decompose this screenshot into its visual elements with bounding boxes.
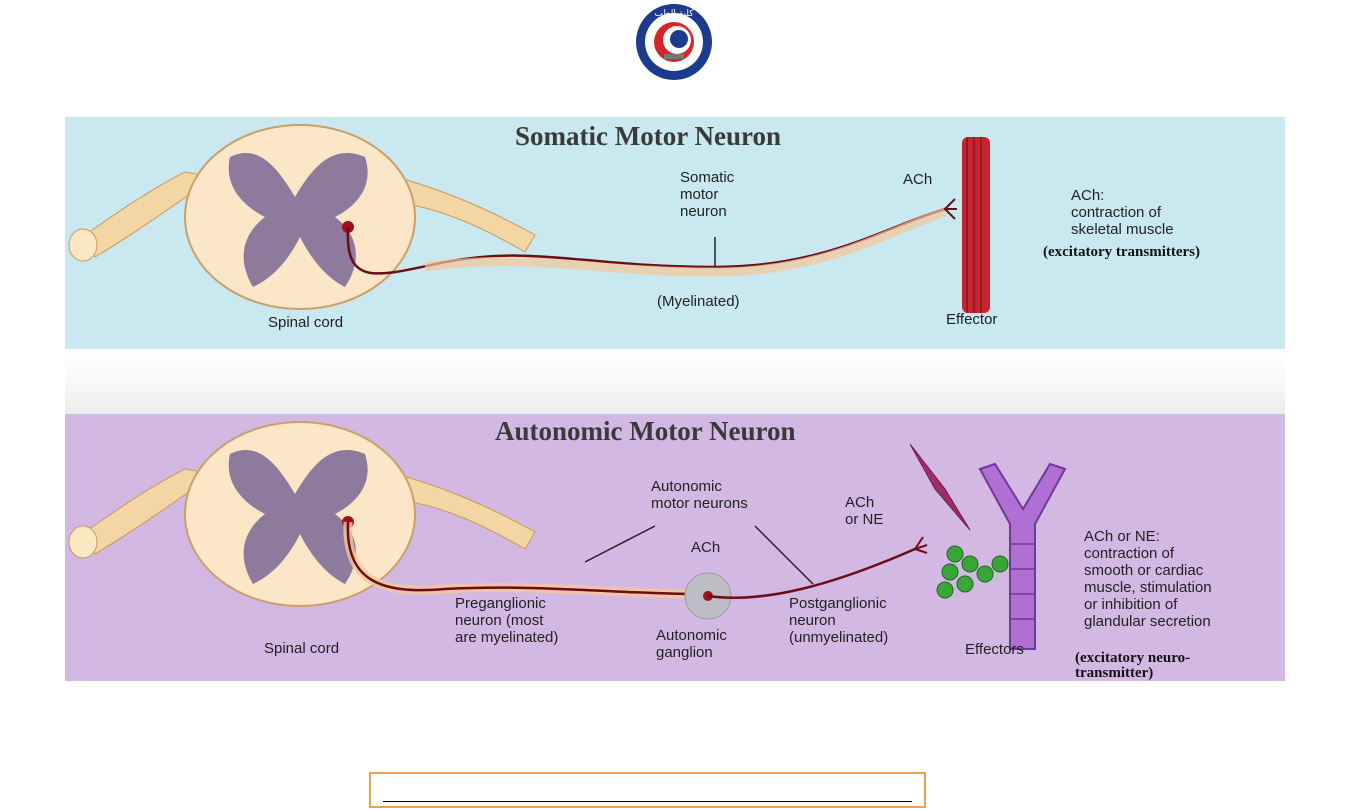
autonomic-title: Autonomic Motor Neuron <box>495 416 796 446</box>
somatic-illustration <box>68 124 990 313</box>
autonomic-motor-neurons-label: Autonomic motor neurons <box>651 478 748 512</box>
autonomic-spinal-cord-label: Spinal cord <box>264 640 340 657</box>
somatic-neuron-label: Somatic motor neuron <box>680 169 735 220</box>
autonomic-result-label: ACh or NE: contraction of smooth or card… <box>1084 528 1212 630</box>
college-logo: كلية الطب <box>619 2 729 82</box>
somatic-effector-label: Effector <box>946 311 998 328</box>
logo-arabic-title: كلية الطب <box>654 9 694 19</box>
separator-band <box>65 349 1285 414</box>
somatic-result-label: ACh: contraction of skeletal muscle <box>1071 187 1174 238</box>
ach-or-ne-label: ACh or NE <box>845 494 884 528</box>
somatic-spinal-cord-label: Spinal cord <box>268 314 344 331</box>
postganglionic-label: Postganglionic neuron (unmyelinated) <box>789 595 889 646</box>
autonomic-panel: Autonomic Motor Neuron Autonomic motor n… <box>65 414 1285 681</box>
somatic-note: (excitatory transmitters) <box>1043 244 1201 260</box>
myelinated-label: (Myelinated) <box>657 293 740 310</box>
footer-box <box>369 772 926 808</box>
somatic-title: Somatic Motor Neuron <box>515 121 781 151</box>
ganglion-ach-label: ACh <box>691 539 721 556</box>
preganglionic-label: Preganglionic neuron (most are myelinate… <box>455 595 559 646</box>
autonomic-illustration <box>68 421 1067 650</box>
effectors-label: Effectors <box>965 641 1024 658</box>
footer-line <box>383 801 912 802</box>
somatic-panel: Somatic Motor Neuron Somatic motor neuro… <box>65 117 1285 349</box>
autonomic-note: (excitatory neuro- transmitter) <box>1075 650 1191 681</box>
ganglion-label: Autonomic ganglion <box>656 627 727 661</box>
somatic-ach-label: ACh <box>903 171 933 188</box>
